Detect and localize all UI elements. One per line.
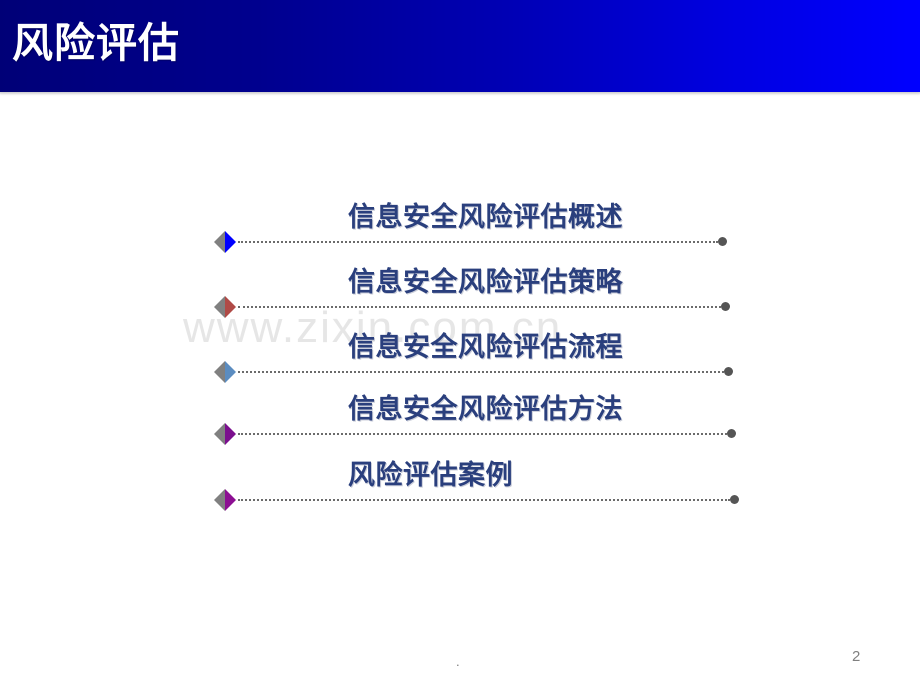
- diamond-left-half: [214, 489, 225, 511]
- diamond-left-half: [214, 361, 225, 383]
- diamond-bullet-icon: [214, 489, 236, 511]
- agenda-line-end-dot: [718, 237, 727, 246]
- agenda-line-end-dot: [724, 367, 733, 376]
- diamond-right-half: [225, 423, 236, 445]
- footer-dot-mark: .: [456, 654, 460, 669]
- page-number: 2: [852, 648, 861, 665]
- diamond-bullet-icon: [214, 296, 236, 318]
- diamond-right-half: [225, 231, 236, 253]
- diamond-bullet-icon: [214, 231, 236, 253]
- agenda-item-3[interactable]: 信息安全风险评估流程: [0, 330, 920, 394]
- header-banner: 风险评估: [0, 0, 920, 92]
- agenda-item-label: 信息安全风险评估概述: [348, 202, 623, 232]
- agenda-line-end-dot: [727, 429, 736, 438]
- agenda-connector-line: [238, 241, 718, 243]
- diamond-left-half: [214, 231, 225, 253]
- agenda-item-label: 信息安全风险评估方法: [348, 394, 623, 424]
- agenda-item-label: 信息安全风险评估流程: [348, 332, 623, 362]
- diamond-right-half: [225, 361, 236, 383]
- diamond-bullet-icon: [214, 423, 236, 445]
- diamond-right-half: [225, 489, 236, 511]
- agenda-item-5[interactable]: 风险评估案例: [0, 458, 920, 522]
- header-underline-divider: [0, 92, 920, 95]
- agenda-line-end-dot: [721, 302, 730, 311]
- diamond-bullet-icon: [214, 361, 236, 383]
- agenda-item-label: 信息安全风险评估策略: [348, 267, 623, 297]
- agenda-item-2[interactable]: 信息安全风险评估策略: [0, 265, 920, 329]
- agenda-connector-line: [238, 371, 724, 373]
- diamond-left-half: [214, 296, 225, 318]
- agenda-connector-line: [238, 499, 730, 501]
- agenda-item-4[interactable]: 信息安全风险评估方法: [0, 392, 920, 456]
- agenda-connector-line: [238, 433, 727, 435]
- agenda-connector-line: [238, 306, 721, 308]
- page-title: 风险评估: [12, 20, 180, 66]
- diamond-right-half: [225, 296, 236, 318]
- agenda-line-end-dot: [730, 495, 739, 504]
- agenda-item-label: 风险评估案例: [348, 460, 513, 490]
- agenda-item-1[interactable]: 信息安全风险评估概述: [0, 200, 920, 264]
- diamond-left-half: [214, 423, 225, 445]
